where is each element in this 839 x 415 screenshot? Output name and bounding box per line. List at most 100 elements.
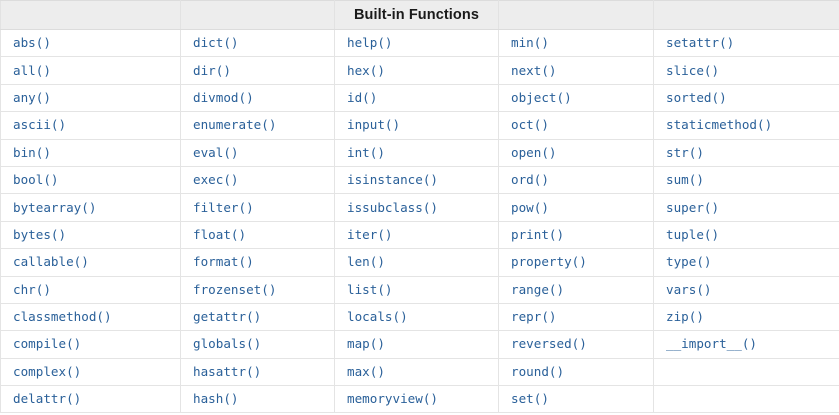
function-name[interactable]: delattr(): [13, 391, 82, 407]
function-cell: __import__(): [653, 330, 839, 359]
function-cell: max(): [334, 357, 499, 387]
table-row: callable() format() len() property() type(): [0, 248, 839, 277]
function-name[interactable]: all(): [13, 62, 51, 78]
function-cell: complex(): [0, 357, 181, 387]
function-name[interactable]: super(): [666, 199, 720, 215]
function-name[interactable]: format(): [193, 254, 254, 270]
function-name[interactable]: bytes(): [13, 226, 67, 242]
function-name[interactable]: __import__(): [666, 336, 757, 352]
function-cell: issubclass(): [334, 193, 499, 222]
function-name[interactable]: iter(): [347, 226, 393, 242]
function-name[interactable]: float(): [193, 226, 247, 242]
function-name[interactable]: globals(): [193, 336, 262, 352]
function-name[interactable]: enumerate(): [193, 117, 277, 133]
header-cell-5: [653, 0, 839, 30]
table-row: bytearray() filter() issubclass() pow() supe…: [0, 193, 839, 222]
function-name[interactable]: max(): [347, 363, 385, 379]
function-name[interactable]: sorted(): [666, 89, 727, 105]
function-name[interactable]: ord(): [511, 172, 549, 188]
header-cell-4: [498, 0, 654, 30]
function-name[interactable]: any(): [13, 89, 51, 105]
function-name[interactable]: reversed(): [511, 336, 587, 352]
function-name[interactable]: round(): [511, 363, 565, 379]
function-name[interactable]: zip(): [666, 309, 704, 325]
function-name[interactable]: open(): [511, 144, 557, 160]
function-name[interactable]: tuple(): [666, 226, 720, 242]
function-name[interactable]: set(): [511, 391, 549, 407]
function-cell: help(): [334, 28, 499, 58]
function-cell: object(): [498, 83, 654, 113]
function-name[interactable]: ascii(): [13, 117, 67, 133]
function-cell: str(): [653, 138, 839, 167]
function-name[interactable]: input(): [347, 117, 401, 133]
function-name[interactable]: eval(): [193, 144, 239, 160]
function-name[interactable]: callable(): [13, 254, 89, 270]
function-name[interactable]: complex(): [13, 363, 82, 379]
function-name[interactable]: slice(): [666, 62, 720, 78]
function-name[interactable]: isinstance(): [347, 172, 438, 188]
table-row: delattr() hash() memoryview() set(): [0, 385, 839, 414]
function-name[interactable]: dir(): [193, 62, 231, 78]
function-name[interactable]: issubclass(): [347, 199, 438, 215]
function-name[interactable]: id(): [347, 89, 378, 105]
function-name[interactable]: range(): [511, 281, 565, 297]
function-name[interactable]: pow(): [511, 199, 549, 215]
function-name[interactable]: len(): [347, 254, 385, 270]
function-name[interactable]: vars(): [666, 281, 712, 297]
function-name[interactable]: divmod(): [193, 89, 254, 105]
function-name[interactable]: int(): [347, 144, 385, 160]
function-name[interactable]: chr(): [13, 281, 51, 297]
function-name[interactable]: list(): [347, 281, 393, 297]
function-cell: eval(): [180, 138, 335, 167]
function-name[interactable]: sum(): [666, 172, 704, 188]
function-name[interactable]: abs(): [13, 35, 51, 51]
function-name[interactable]: classmethod(): [13, 309, 112, 325]
function-cell: super(): [653, 193, 839, 222]
function-name[interactable]: setattr(): [666, 35, 735, 51]
table-row: any() divmod() id() object() sorted(): [0, 83, 839, 113]
function-cell: id(): [334, 83, 499, 113]
function-name[interactable]: str(): [666, 144, 704, 160]
table-row: complex() hasattr() max() round(): [0, 357, 839, 387]
function-name[interactable]: getattr(): [193, 309, 262, 325]
function-cell: enumerate(): [180, 111, 335, 140]
function-name[interactable]: object(): [511, 89, 572, 105]
function-name[interactable]: hash(): [193, 391, 239, 407]
function-cell: zip(): [653, 302, 839, 332]
function-name[interactable]: print(): [511, 226, 565, 242]
function-name[interactable]: next(): [511, 62, 557, 78]
table-row: chr() frozenset() list() range() vars(): [0, 275, 839, 304]
function-cell: repr(): [498, 302, 654, 332]
function-name[interactable]: exec(): [193, 172, 239, 188]
function-name[interactable]: bytearray(): [13, 199, 97, 215]
function-name[interactable]: dict(): [193, 35, 239, 51]
function-name[interactable]: map(): [347, 336, 385, 352]
function-name[interactable]: staticmethod(): [666, 117, 773, 133]
function-cell: vars(): [653, 275, 839, 304]
function-name[interactable]: property(): [511, 254, 587, 270]
function-name[interactable]: hasattr(): [193, 363, 262, 379]
function-cell: hasattr(): [180, 357, 335, 387]
function-cell: setattr(): [653, 28, 839, 58]
function-cell: tuple(): [653, 220, 839, 250]
function-name[interactable]: memoryview(): [347, 391, 438, 407]
function-cell: frozenset(): [180, 275, 335, 304]
function-name[interactable]: filter(): [193, 199, 254, 215]
function-name[interactable]: hex(): [347, 62, 385, 78]
function-cell: pow(): [498, 193, 654, 222]
function-cell: set(): [498, 385, 654, 414]
function-cell: any(): [0, 83, 181, 113]
function-name[interactable]: help(): [347, 35, 393, 51]
function-cell: staticmethod(): [653, 111, 839, 140]
function-name[interactable]: frozenset(): [193, 281, 277, 297]
function-name[interactable]: bin(): [13, 144, 51, 160]
function-name[interactable]: min(): [511, 35, 549, 51]
function-name[interactable]: compile(): [13, 336, 82, 352]
function-name[interactable]: locals(): [347, 309, 408, 325]
function-name[interactable]: type(): [666, 254, 712, 270]
function-name[interactable]: bool(): [13, 172, 59, 188]
function-name[interactable]: repr(): [511, 309, 557, 325]
function-cell: compile(): [0, 330, 181, 359]
function-name[interactable]: oct(): [511, 117, 549, 133]
function-cell: locals(): [334, 302, 499, 332]
